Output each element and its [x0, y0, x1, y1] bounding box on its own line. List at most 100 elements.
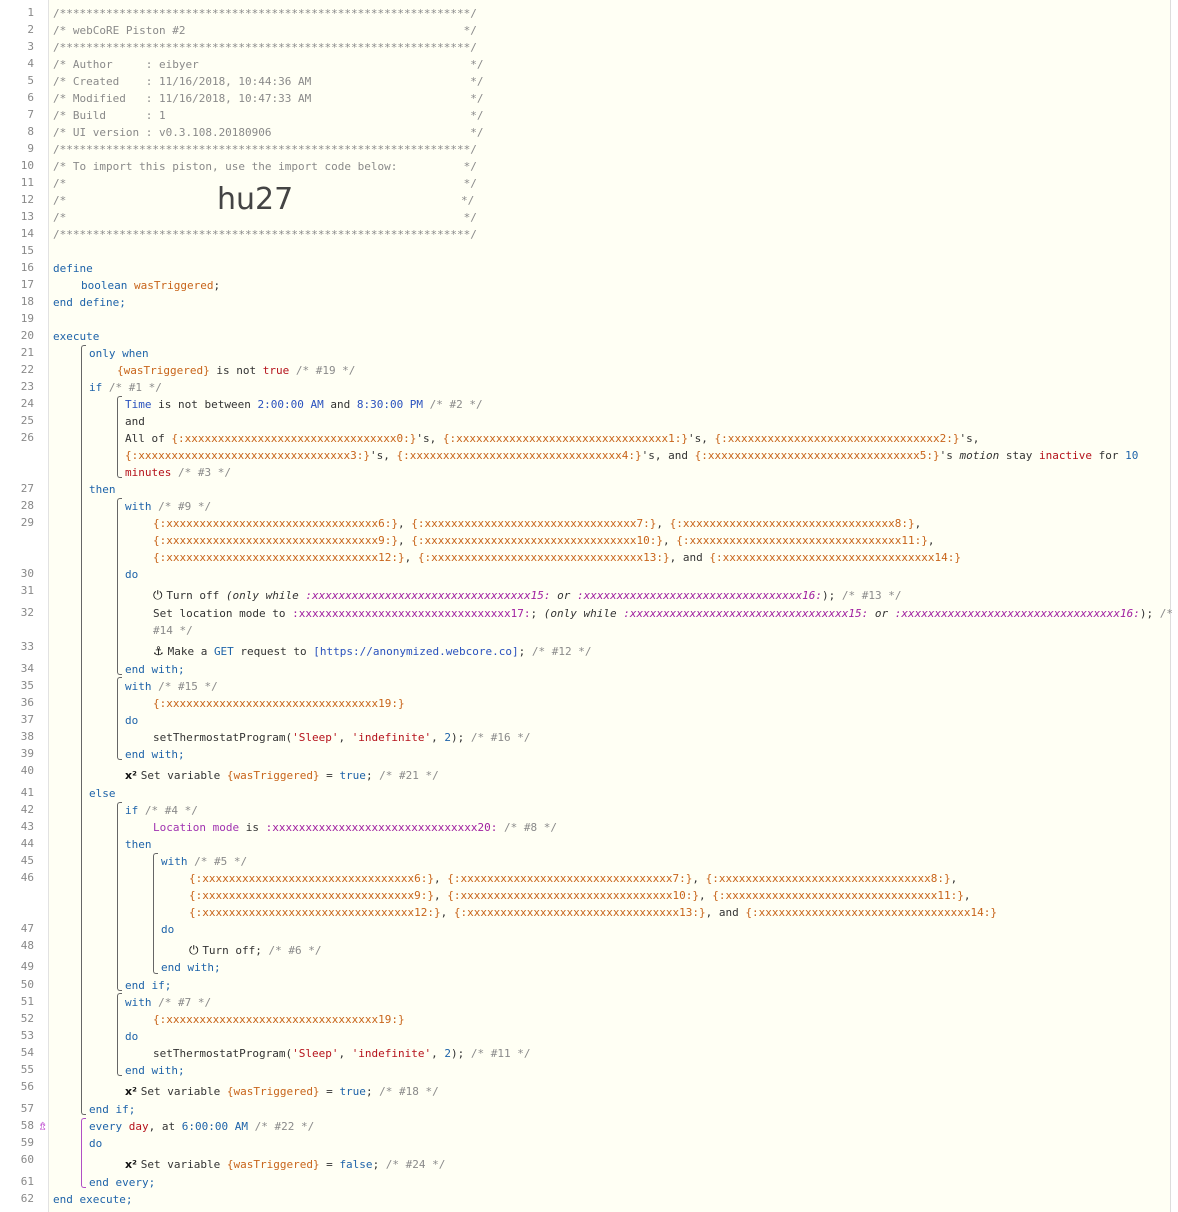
anchor-icon: ⚓ [153, 644, 168, 658]
header-comment: /***************************************… [53, 7, 477, 20]
code-token: /* #3 */ [171, 466, 231, 479]
code-token: 8:30:00 PM [356, 398, 424, 411]
line-number: 11 [20, 176, 34, 189]
code-line: and [125, 413, 145, 430]
code-token: request to [233, 645, 314, 658]
code-token: /* #4 */ [138, 804, 198, 817]
line-number: 23 [20, 380, 34, 393]
import-code[interactable]: hu27 [217, 182, 294, 217]
line-number: 48 [20, 939, 34, 952]
line-number: 27 [20, 482, 34, 495]
code-token: define [53, 262, 93, 275]
code-line: end every; [89, 1174, 155, 1191]
code-token: then [89, 483, 116, 496]
code-token: {:xxxxxxxxxxxxxxxxxxxxxxxxxxxxxxxx14:} [745, 906, 998, 919]
line-number: 4 [27, 57, 34, 70]
code-token: end every; [89, 1176, 156, 1189]
code-token: :xxxxxxxxxxxxxxxxxxxxxxxxxxxxxxxx17: [292, 607, 531, 620]
code-line: with /* #5 */ [161, 853, 247, 870]
code-token: , [927, 534, 935, 547]
line-number: 36 [20, 696, 34, 709]
line-number: 21 [20, 346, 34, 359]
code-line: do [125, 712, 138, 729]
code-line: ⏻ Turn off (only while :xxxxxxxxxxxxxxxx… [153, 587, 901, 604]
code-token: then [125, 838, 152, 851]
code-line: end define; [53, 294, 126, 311]
line-number: 62 [20, 1192, 34, 1205]
code-line: Location mode is :xxxxxxxxxxxxxxxxxxxxxx… [153, 819, 557, 836]
line-number: 22 [20, 363, 34, 376]
header-comment: /* Created : 11/16/2018, 10:44:36 AM */ [53, 75, 484, 88]
code-token: motion [959, 449, 1000, 462]
code-token: {:xxxxxxxxxxxxxxxxxxxxxxxxxxxxxxxx1:} [442, 432, 688, 445]
code-token: {wasTriggered} [117, 364, 210, 377]
punctuation: , [338, 731, 352, 744]
code-token: Turn off; [202, 944, 262, 957]
code-token: 's, [370, 449, 397, 462]
code-token: {:xxxxxxxxxxxxxxxxxxxxxxxxxxxxxxxx0:} [171, 432, 417, 445]
code-token: 'Sleep' [292, 731, 339, 744]
code-token: {:xxxxxxxxxxxxxxxxxxxxxxxxxxxxxxxx7:} [411, 517, 657, 530]
code-line: if /* #1 */ [89, 379, 162, 396]
line-number: 58 [20, 1119, 34, 1132]
line-number: 16 [20, 261, 34, 274]
code-line: end if; [125, 977, 171, 994]
line-number: 50 [20, 978, 34, 991]
code-line: All of {:xxxxxxxxxxxxxxxxxxxxxxxxxxxxxxx… [125, 430, 979, 447]
header-line: /* */ [53, 175, 477, 192]
variable-icon: x² [125, 769, 141, 782]
code-line: do [161, 921, 174, 938]
line-number: 44 [20, 837, 34, 850]
code-token: wasTriggered [133, 279, 214, 292]
code-token: /* #12 */ [525, 645, 592, 658]
line-number: 40 [20, 764, 34, 777]
header-comment: /* Build : 1 */ [53, 109, 484, 122]
punctuation: ; [372, 1158, 380, 1171]
code-token: if [125, 804, 139, 817]
code-token: /* #11 */ [464, 1047, 531, 1060]
code-token: boolean [81, 279, 128, 292]
line-number: 47 [20, 922, 34, 935]
code-token: , [398, 517, 412, 530]
code-token: every [89, 1120, 123, 1133]
code-token: and [125, 415, 145, 428]
code-line: {:xxxxxxxxxxxxxxxxxxxxxxxxxxxxxxxx6:}, {… [153, 515, 921, 532]
line-number: 25 [20, 414, 34, 427]
header-comment: /* */ [53, 177, 477, 190]
code-token: /* #5 */ [187, 855, 248, 868]
header-line: */ [461, 192, 474, 209]
line-number: 5 [27, 74, 34, 87]
code-line: ⚓ Make a GET request to [https://anonymi… [153, 643, 591, 660]
code-token: {:xxxxxxxxxxxxxxxxxxxxxxxxxxxxxxxx3:} [125, 449, 371, 462]
code-token: with [125, 680, 152, 693]
code-token: {:xxxxxxxxxxxxxxxxxxxxxxxxxxxxxxxx7:} [447, 872, 693, 885]
punctuation [122, 1120, 129, 1133]
header-line: /***************************************… [53, 39, 477, 56]
code-token: false [339, 1158, 373, 1171]
header-comment: /***************************************… [53, 228, 477, 241]
code-token: /* #9 */ [151, 500, 212, 513]
code-line: {:xxxxxxxxxxxxxxxxxxxxxxxxxxxxxxxx9:}, {… [189, 887, 971, 904]
code-token: else [89, 787, 116, 800]
punctuation: , [431, 1047, 445, 1060]
line-number: 54 [20, 1046, 34, 1059]
code-token: {wasTriggered} [226, 769, 320, 782]
code-token: 's [939, 449, 960, 462]
code-token: {:xxxxxxxxxxxxxxxxxxxxxxxxxxxxxxxx19:} [153, 697, 405, 710]
header-line: /* [53, 192, 66, 209]
code-token: , [434, 889, 448, 902]
block-bracket [153, 853, 158, 974]
code-token: if [89, 381, 103, 394]
line-number: 12 [20, 193, 34, 206]
code-line: Time is not between 2:00:00 AM and 8:30:… [125, 396, 483, 413]
code-token: = [319, 769, 340, 782]
punctuation: ); [451, 731, 465, 744]
code-line: with /* #7 */ [125, 994, 211, 1011]
code-line: {:xxxxxxxxxxxxxxxxxxxxxxxxxxxxxxxx19:} [153, 695, 405, 712]
line-number: 9 [27, 142, 34, 155]
code-line: {:xxxxxxxxxxxxxxxxxxxxxxxxxxxxxxxx12:}, … [153, 549, 961, 566]
code-line: end with; [125, 746, 185, 763]
code-token: /* #8 */ [497, 821, 557, 834]
code-token: do [125, 1030, 139, 1043]
